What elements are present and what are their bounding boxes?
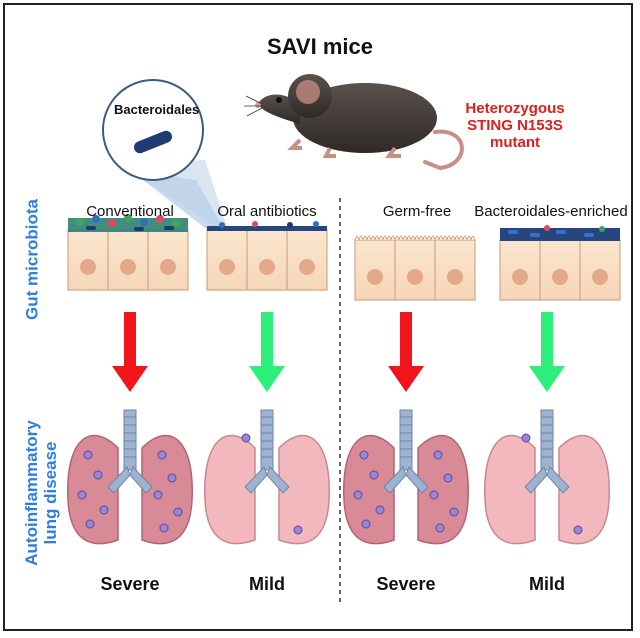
arrow-bacteroidales-enriched (529, 312, 565, 392)
figure-title: SAVI mice (267, 34, 373, 59)
lung-germ-free (343, 409, 469, 545)
mouse-genotype-label: Heterozygous STING N153S mutant (455, 100, 575, 151)
bubble-label: Bacteroidales (114, 102, 200, 117)
gut-bacteroidales-enriched (499, 225, 621, 301)
condition-label-bacteroidales-enriched: Bacteroidales-enriched (474, 203, 628, 220)
mouse-genotype-line-1: Heterozygous (465, 100, 565, 117)
mouse-genotype-line-3: mutant (490, 134, 540, 151)
side-label-lung-line-2: lung disease (41, 441, 60, 545)
side-label-lung-line-1: Autoinflammatory (22, 420, 41, 566)
severity-label-conventional: Severe (100, 574, 160, 594)
severity-label-bacteroidales-enriched: Mild (529, 574, 565, 594)
lung-oral-antibiotics (204, 409, 330, 545)
severity-label-oral-antibiotics: Mild (249, 574, 285, 594)
mouse-genotype-line-2: STING N153S (467, 117, 563, 134)
arrow-germ-free (388, 312, 424, 392)
severity-label-germ-free: Severe (376, 574, 436, 594)
lung-conventional (67, 409, 193, 545)
side-label-gut: Gut microbiota (22, 199, 42, 320)
condition-label-oral-antibiotics: Oral antibiotics (217, 203, 317, 220)
bacteroidales-callout (102, 79, 230, 238)
mouse-illustration (244, 74, 464, 171)
condition-label-germ-free: Germ-free (382, 203, 452, 220)
side-label-lung: Autoinflammatory lung disease (22, 408, 60, 578)
condition-label-conventional: Conventional (86, 203, 174, 220)
lung-bacteroidales-enriched (484, 409, 610, 545)
gut-conventional (67, 214, 189, 291)
arrow-oral-antibiotics (249, 312, 285, 392)
gut-germ-free (354, 235, 476, 301)
arrow-conventional (112, 312, 148, 392)
gut-oral-antibiotics (206, 221, 328, 291)
